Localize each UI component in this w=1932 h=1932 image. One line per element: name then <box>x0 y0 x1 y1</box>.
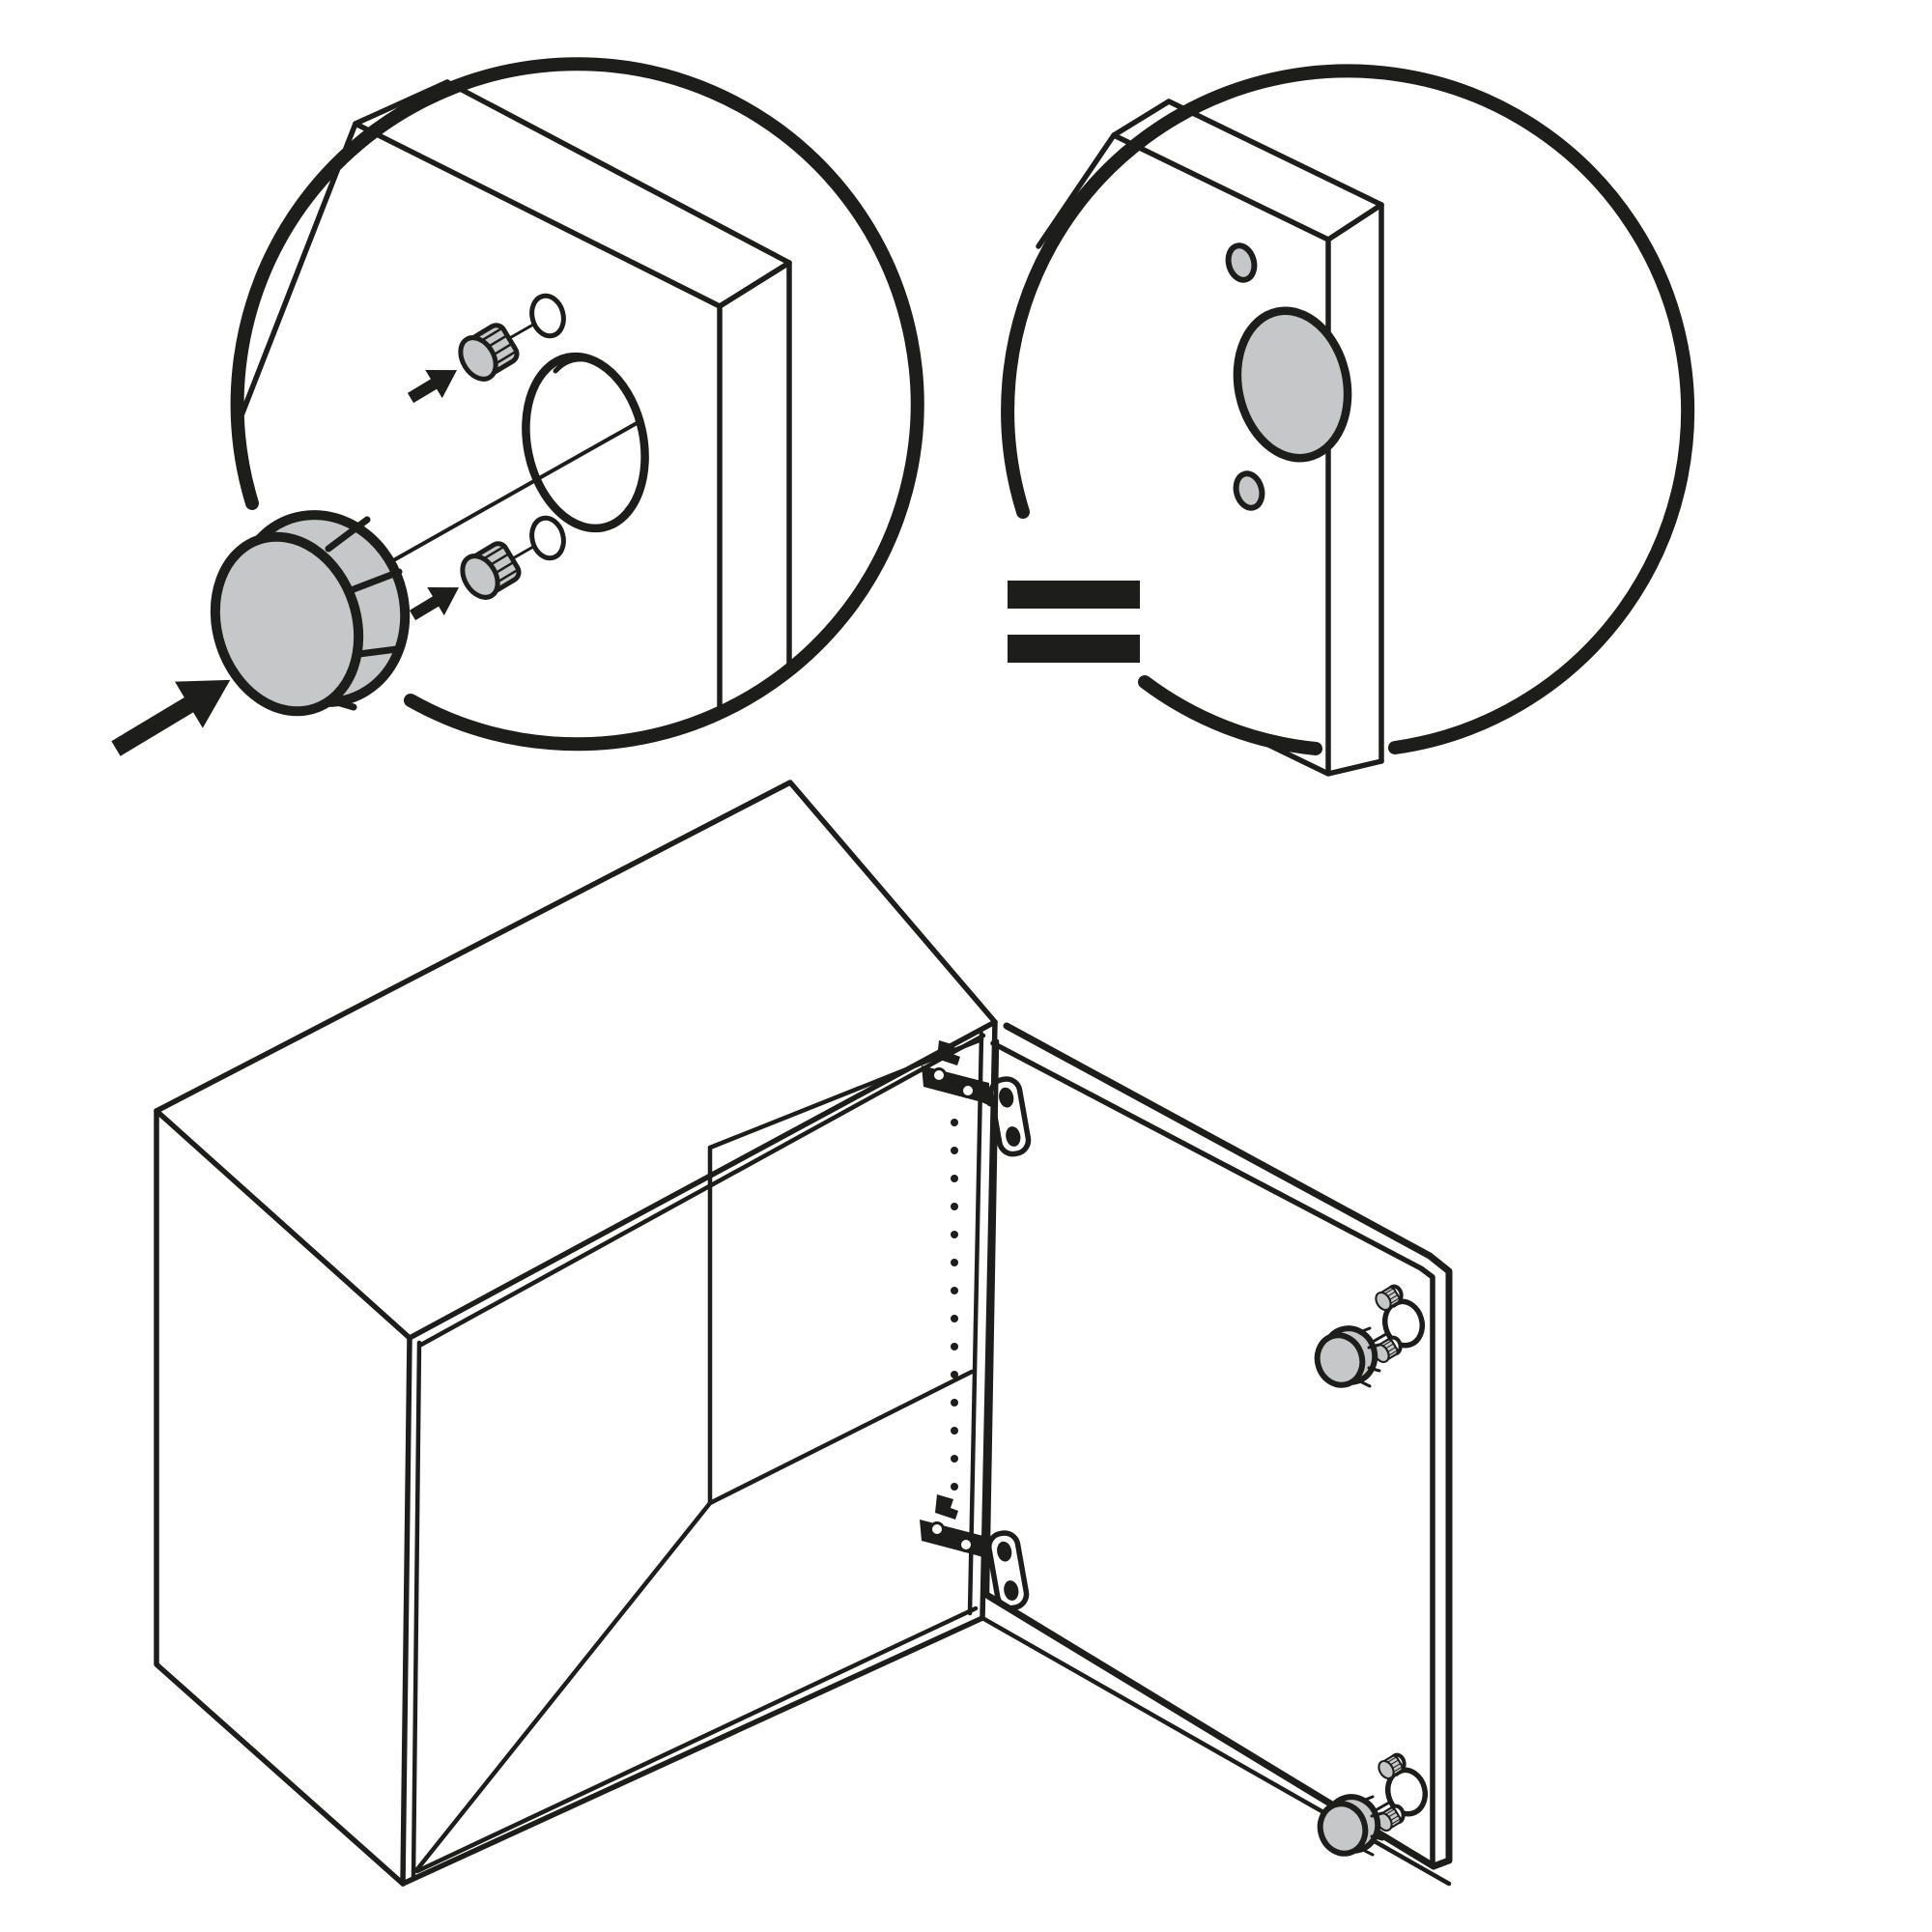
pin-hole-dot <box>951 1147 958 1154</box>
magnifier-left <box>111 57 924 756</box>
pin-hole-dot <box>951 1119 958 1126</box>
cabinet-door <box>984 1022 1453 1870</box>
small-hole <box>529 293 566 339</box>
hinge-cup-hole <box>522 352 649 533</box>
arrow-icon <box>111 679 231 756</box>
pin-hole-dot <box>951 1231 958 1238</box>
pin-hole-dot <box>951 1427 958 1435</box>
pin-hole-dot <box>951 1455 958 1463</box>
door-panel-finished <box>1036 99 1384 777</box>
arrow-icon <box>402 355 466 412</box>
arrow-icon <box>404 573 468 630</box>
cabinet-interior <box>414 1037 984 1872</box>
hinge-bottom <box>920 1494 1029 1610</box>
axis-line <box>357 420 640 582</box>
pin-hole-dot <box>951 1287 958 1294</box>
magnifier-circle <box>1138 675 1322 755</box>
installed-cover-cap <box>1233 306 1352 463</box>
pin-hole-dot <box>951 1343 958 1350</box>
pin-hole-dot <box>951 1315 958 1322</box>
hole-depth-line <box>553 356 647 513</box>
pin-hole-dot <box>951 1175 958 1182</box>
pin-hole-dot <box>951 1371 958 1378</box>
cover-cap-icon <box>210 510 411 717</box>
shelf-pin-holes <box>951 1119 958 1491</box>
small-hole <box>529 515 566 561</box>
equals-bar <box>1008 581 1140 609</box>
installed-plug <box>1225 242 1258 283</box>
pin-hole-dot <box>951 1203 958 1210</box>
cabinet-box <box>154 780 1452 1887</box>
magnifier-circle <box>230 57 924 752</box>
pin-hole-dot <box>951 1483 958 1491</box>
magnifier-circle <box>1001 64 1695 754</box>
installed-plug <box>1233 470 1265 511</box>
equals-bar <box>1008 635 1140 663</box>
magnifier-right <box>1001 64 1695 777</box>
pin-hole-dot <box>951 1399 958 1406</box>
hinge-top <box>922 1040 1031 1156</box>
equals-sign <box>1008 581 1140 663</box>
pin-hole-dot <box>951 1259 958 1266</box>
